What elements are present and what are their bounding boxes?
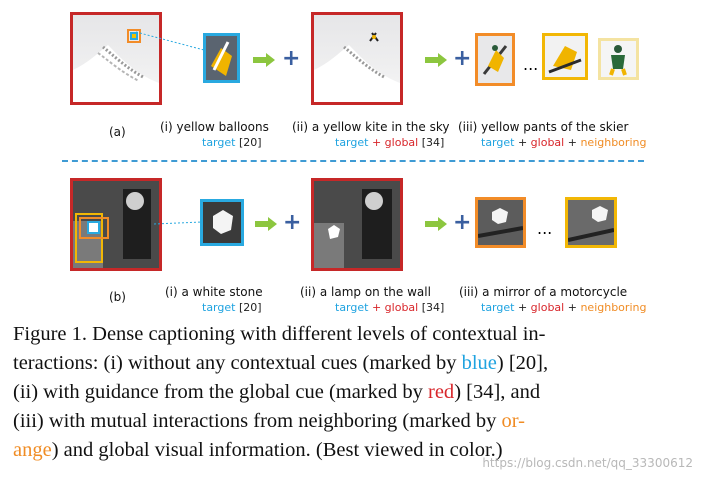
caption-orange-word: or- (501, 410, 525, 432)
legend-neighboring: neighboring (580, 301, 647, 314)
plus-symbol: + (453, 210, 472, 235)
motorcycle-crop-illustration-2 (568, 200, 614, 245)
row-b-sub-i: target [20] (202, 301, 262, 314)
arrow-icon (425, 217, 447, 231)
row-a-neighbor-crop-2 (542, 33, 588, 80)
row-b-sub-iii: target + global + neighboring (481, 301, 646, 314)
row-b-label-i: (i) a white stone (165, 285, 263, 299)
row-b-zoom-line (153, 221, 203, 225)
skier-illustration-3 (609, 45, 627, 76)
plus-sign: + (517, 136, 528, 149)
caption-orange-word: ange (13, 439, 52, 461)
legend-target: target (481, 136, 515, 149)
plus-symbol: + (282, 46, 301, 71)
arrow-icon (425, 53, 447, 67)
row-b-image-global (311, 178, 403, 271)
row-b-label-ii: (ii) a lamp on the wall (300, 285, 431, 299)
row-b-sub-ii: target + global [34] (335, 301, 444, 314)
legend-target: target (481, 301, 515, 314)
caption-text: teractions: (i) without any contextual c… (13, 352, 462, 374)
skier-crop-illustration (206, 36, 237, 80)
ellipsis: ... (537, 219, 553, 238)
reference: [34] (421, 301, 445, 314)
legend-global: global (384, 136, 419, 149)
row-b-neighbor-crop-2 (565, 197, 617, 248)
row-a-image-full (70, 12, 162, 105)
legend-global: global (530, 136, 565, 149)
snow-slope-illustration (73, 45, 159, 102)
row-a-neighbor-crop-1 (475, 33, 515, 86)
arrow-icon (253, 53, 275, 67)
reference: [20] (238, 301, 262, 314)
row-b-image-full (70, 178, 162, 271)
plus-symbol: + (453, 46, 472, 71)
legend-target: target (202, 136, 236, 149)
white-stone-illustration (203, 202, 241, 243)
row-a-image-global (311, 12, 403, 105)
caption-blue-word: blue (461, 352, 497, 374)
caption-red-word: red (428, 381, 455, 403)
caption-line-2: teractions: (i) without any contextual c… (13, 349, 693, 378)
caption-line-4: (iii) with mutual interactions from neig… (13, 407, 693, 436)
row-a-tag: (a) (109, 125, 126, 139)
ellipsis: ... (523, 55, 539, 74)
row-a-label-i: (i) yellow balloons (160, 120, 269, 134)
row-a-zoom-line (135, 31, 205, 51)
row-b-tag: (b) (109, 290, 126, 304)
row-b-orange-box (79, 217, 109, 239)
reference: [34] (421, 136, 445, 149)
row-a-neighbor-crop-3 (598, 38, 639, 80)
plus-sign: + (567, 136, 577, 149)
row-divider (62, 160, 644, 162)
plus-sign: + (371, 136, 382, 149)
row-a-sub-iii: target + global + neighboring (481, 136, 646, 149)
plus-sign: + (371, 301, 382, 314)
caption-text: (iii) with mutual interactions from neig… (13, 410, 502, 432)
legend-neighboring: neighboring (580, 136, 647, 149)
arrow-icon (255, 217, 277, 231)
plus-symbol: + (283, 210, 302, 235)
row-b-target-crop (200, 199, 244, 246)
caption-line-5: ange) and global visual information. (Be… (13, 436, 693, 465)
row-b-neighbor-crop-1 (475, 197, 526, 248)
street-scene-illustration-2 (314, 181, 400, 268)
row-a-sub-ii: target + global [34] (335, 136, 444, 149)
row-b-label-iii: (iii) a mirror of a motorcycle (459, 285, 628, 299)
row-b-blue-box (87, 221, 100, 234)
skier-illustration-1 (482, 45, 508, 75)
legend-target: target (335, 301, 369, 314)
row-a-blue-box (130, 32, 138, 40)
caption-text: ) and global visual information. (Best v… (51, 439, 503, 461)
caption-text: (ii) with guidance from the global cue (… (13, 381, 428, 403)
plus-sign: + (567, 301, 577, 314)
figure-caption: Figure 1. Dense captioning with differen… (13, 320, 693, 465)
motorcycle-crop-illustration (478, 200, 523, 245)
legend-global: global (530, 301, 565, 314)
skier-illustration-2 (548, 46, 582, 74)
row-a-label-iii: (iii) yellow pants of the skier (458, 120, 629, 134)
legend-target: target (335, 136, 369, 149)
snow-slope-illustration-2 (314, 32, 400, 102)
plus-sign: + (517, 301, 528, 314)
legend-target: target (202, 301, 236, 314)
legend-global: global (384, 301, 419, 314)
caption-text: ) [34], and (454, 381, 541, 403)
row-a-label-ii: (ii) a yellow kite in the sky (292, 120, 450, 134)
caption-line-1: Figure 1. Dense captioning with differen… (13, 323, 546, 345)
caption-line-3: (ii) with guidance from the global cue (… (13, 378, 693, 407)
watermark: https://blog.csdn.net/qq_33300612 (482, 456, 693, 470)
row-a-target-crop (203, 33, 240, 83)
caption-text: ) [20], (496, 352, 549, 374)
row-a-sub-i: target [20] (202, 136, 262, 149)
row-a-orange-box (127, 29, 141, 43)
reference: [20] (238, 136, 262, 149)
